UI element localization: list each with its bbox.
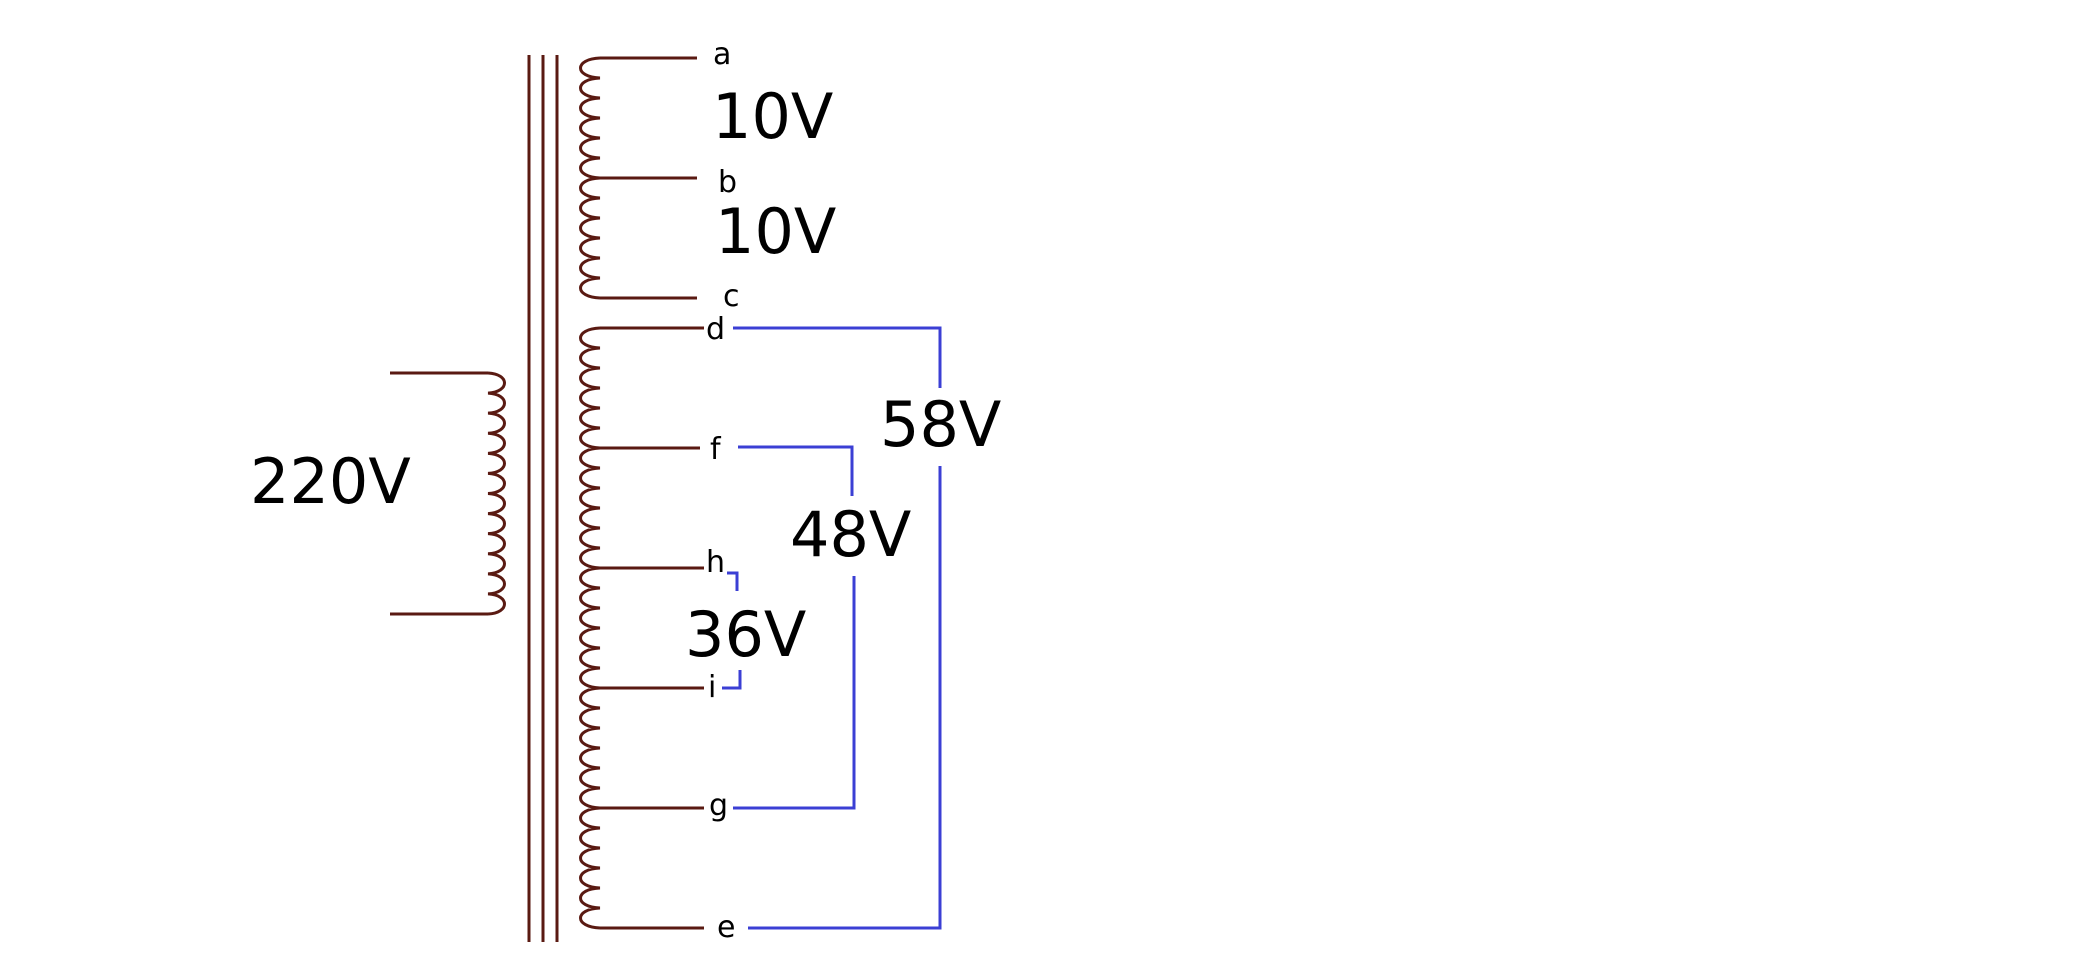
- upper-voltage-label-ab: 10V: [712, 80, 833, 153]
- bracket-inner-line-lower: [722, 670, 742, 690]
- tap-label-f: f: [710, 432, 722, 467]
- bracket-middle-line-lower: [733, 576, 856, 810]
- tap-label-b: b: [718, 165, 737, 200]
- primary-winding: [390, 371, 506, 616]
- bracket-inner-h-i: [722, 571, 742, 690]
- tap-label-c: c: [723, 279, 740, 314]
- bracket-inner-voltage: 36V: [685, 598, 806, 671]
- secondary-upper-winding: [579, 56, 697, 300]
- secondary-lower-winding: [579, 326, 704, 930]
- bracket-outer-d-e: [733, 326, 942, 930]
- tap-label-a: a: [713, 37, 731, 72]
- primary-coil: [487, 371, 506, 616]
- bracket-middle-line: [738, 445, 854, 496]
- bracket-outer-line-lower: [748, 466, 942, 930]
- bracket-middle-f-g: [733, 445, 856, 810]
- tap-label-h: h: [706, 545, 725, 580]
- secondary-upper-coil: [579, 56, 601, 300]
- bracket-outer-line: [733, 326, 942, 388]
- tap-label-i: i: [708, 670, 716, 705]
- primary-voltage-label: 220V: [250, 445, 411, 518]
- secondary-lower-coil: [579, 326, 601, 930]
- transformer-core: [527, 55, 559, 942]
- tap-label-e: e: [717, 910, 735, 945]
- bracket-outer-voltage: 58V: [880, 388, 1001, 461]
- bracket-inner-line: [727, 571, 739, 591]
- upper-voltage-label-bc: 10V: [715, 195, 836, 268]
- tap-label-d: d: [706, 312, 725, 347]
- bracket-middle-voltage: 48V: [790, 498, 911, 571]
- tap-label-g: g: [709, 788, 728, 823]
